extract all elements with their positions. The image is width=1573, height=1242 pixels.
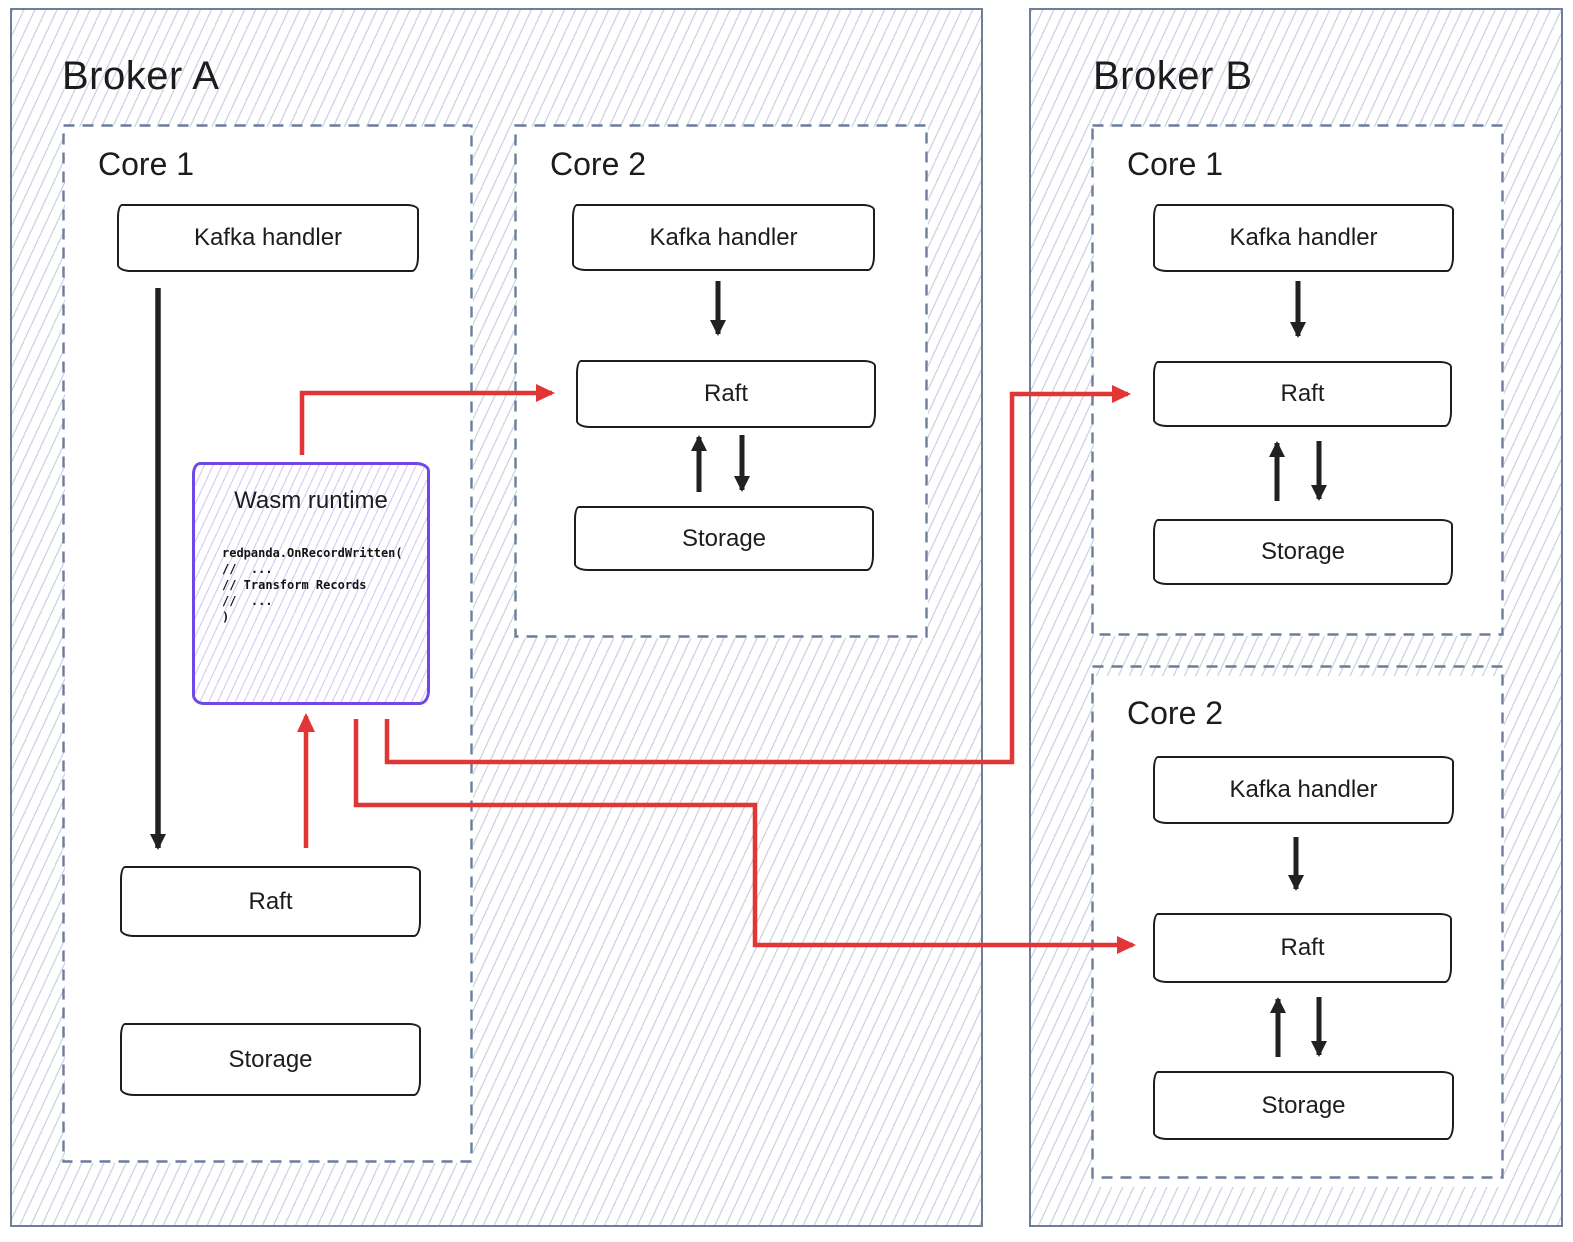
kafka-handler-label: Kafka handler [1229, 224, 1378, 251]
storage-box-broker-a-core-1: Storage [120, 1023, 421, 1096]
broker-a-core-1: Core 1 Kafka handler Wasm runtime redpan… [65, 127, 473, 1163]
kafka-handler-label: Kafka handler [193, 224, 343, 251]
kafka-handler-label: Kafka handler [1229, 776, 1378, 803]
storage-label: Storage [1260, 538, 1346, 565]
wasm-runtime-title: Wasm runtime [234, 487, 388, 514]
raft-label: Raft [1280, 380, 1325, 407]
code-line: // ... [222, 562, 273, 576]
raft-box-broker-b-core-1: Raft [1153, 361, 1452, 427]
broker-a-title: Broker A [62, 54, 220, 98]
broker-b-container: Broker B Core 1 Kafka handler Raft Stora… [1029, 8, 1563, 1227]
code-line: // Transform Records [222, 578, 367, 592]
broker-a-container: Broker A Core 1 Kafka handler Wasm runti… [10, 8, 983, 1227]
broker-b-core-2: Core 2 Kafka handler Raft Storage [1094, 676, 1504, 1187]
storage-box-broker-b-core-1: Storage [1153, 519, 1453, 585]
storage-label: Storage [228, 1045, 313, 1073]
broker-b-core-1-title: Core 1 [1127, 146, 1224, 182]
raft-label: Raft [703, 380, 748, 407]
raft-label: Raft [248, 887, 293, 915]
broker-b-title: Broker B [1093, 54, 1253, 98]
storage-label: Storage [681, 524, 767, 552]
code-line: ) [222, 610, 230, 624]
storage-label: Storage [1261, 1091, 1346, 1119]
kafka-handler-box-broker-a-core-1: Kafka handler [117, 204, 419, 272]
raft-label: Raft [1280, 934, 1325, 961]
broker-a-core-1-title: Core 1 [98, 146, 195, 182]
kafka-handler-box-broker-b-core-1: Kafka handler [1153, 204, 1454, 272]
code-line: // ... [222, 594, 273, 608]
wasm-code-snippet: redpanda.OnRecordWritten( // ... // Tran… [222, 545, 427, 625]
broker-a-core-2-title: Core 2 [550, 146, 647, 182]
broker-b-core-1: Core 1 Kafka handler Raft Storage [1094, 127, 1504, 636]
code-line: redpanda.OnRecordWritten( [222, 546, 403, 560]
wasm-runtime-box: Wasm runtime redpanda.OnRecordWritten( /… [192, 462, 430, 705]
kafka-handler-label: Kafka handler [649, 223, 798, 251]
broker-a-core-2: Core 2 Kafka handler Raft Storage [517, 127, 928, 638]
raft-box-broker-a-core-2: Raft [576, 360, 876, 428]
storage-box-broker-a-core-2: Storage [574, 506, 874, 571]
raft-box-broker-a-core-1: Raft [120, 866, 421, 937]
broker-b-core-2-title: Core 2 [1127, 695, 1224, 731]
kafka-handler-box-broker-a-core-2: Kafka handler [572, 204, 875, 271]
kafka-handler-box-broker-b-core-2: Kafka handler [1153, 756, 1454, 824]
raft-box-broker-b-core-2: Raft [1153, 913, 1452, 983]
storage-box-broker-b-core-2: Storage [1153, 1071, 1454, 1140]
